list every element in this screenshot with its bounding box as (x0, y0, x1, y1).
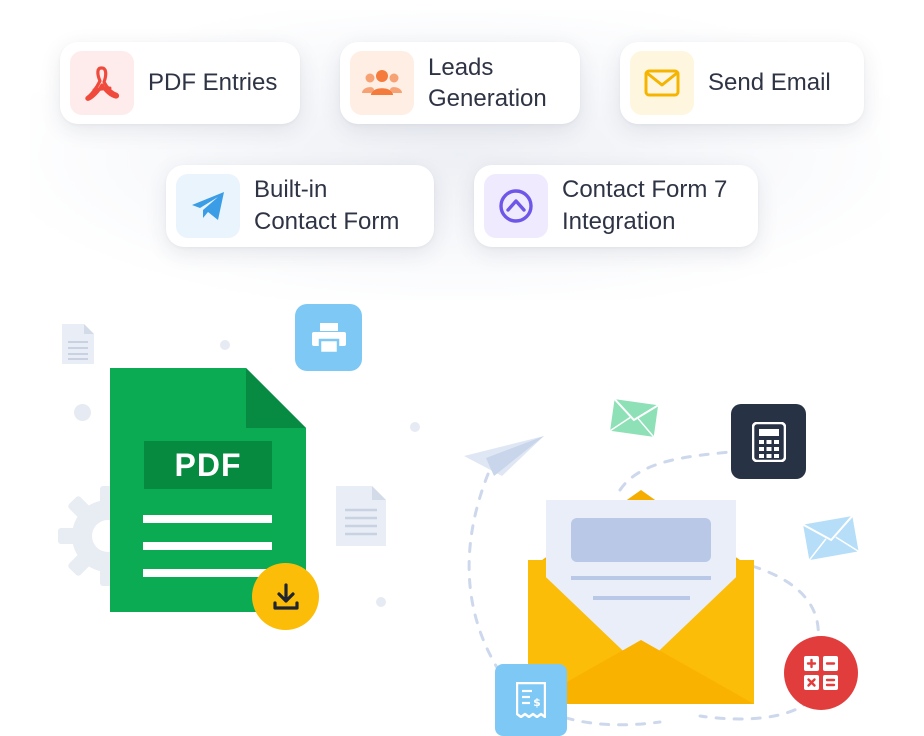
svg-text:$: $ (533, 696, 541, 709)
contact-form-7-icon (484, 174, 548, 238)
feature-label-line: Built-in (254, 176, 328, 203)
feature-label-line: PDF Entries (148, 69, 278, 96)
mail-icon (630, 51, 694, 115)
receipt-button: $ (495, 664, 567, 736)
paper-plane-icon (464, 436, 544, 476)
pdf-document (110, 368, 306, 612)
feature-label-line: Leads (428, 54, 494, 81)
feature-label: Built-in Contact Form (254, 174, 399, 238)
calculator-ops-icon (804, 656, 838, 690)
users-icon (350, 51, 414, 115)
pdf-icon (70, 51, 134, 115)
feature-card-leads-generation[interactable]: Leads Generation (340, 42, 580, 124)
feature-label: Send Email (708, 67, 831, 99)
envelope-blue-icon (802, 515, 859, 561)
decor-dot (410, 422, 420, 432)
open-envelope (528, 490, 754, 704)
decor-dot (74, 404, 91, 421)
pdf-document-label: PDF (174, 447, 242, 483)
small-document-icon (336, 486, 386, 546)
envelope-green-icon (609, 398, 659, 438)
printer-icon (311, 322, 346, 353)
small-document-icon (62, 324, 94, 364)
decor-dot (376, 597, 386, 607)
feature-label: Leads Generation (428, 52, 547, 114)
decor-dot (220, 340, 230, 350)
printer-button (295, 304, 362, 371)
feature-label-line: Send Email (708, 69, 831, 96)
feature-label-line: Generation (428, 85, 547, 112)
feature-card-contact-form-7-integration[interactable]: Contact Form 7 Integration (474, 165, 758, 247)
feature-card-send-email[interactable]: Send Email (620, 42, 864, 124)
feature-label: PDF Entries (148, 67, 277, 99)
calculator-dark-button (731, 404, 806, 479)
download-button (252, 563, 319, 630)
download-icon (272, 582, 299, 610)
calculator-icon (751, 421, 786, 462)
feature-label-line: Contact Form (254, 208, 400, 235)
feature-label: Contact Form 7 Integration (562, 174, 727, 238)
feature-card-built-in-contact-form[interactable]: Built-in Contact Form (166, 165, 434, 247)
feature-label-line: Integration (562, 208, 676, 235)
feature-card-pdf-entries[interactable]: PDF Entries (60, 42, 300, 124)
feature-label-line: Contact Form 7 (562, 176, 728, 203)
calculator-red-button (784, 636, 858, 710)
telegram-icon (176, 174, 240, 238)
receipt-icon: $ (516, 682, 546, 718)
